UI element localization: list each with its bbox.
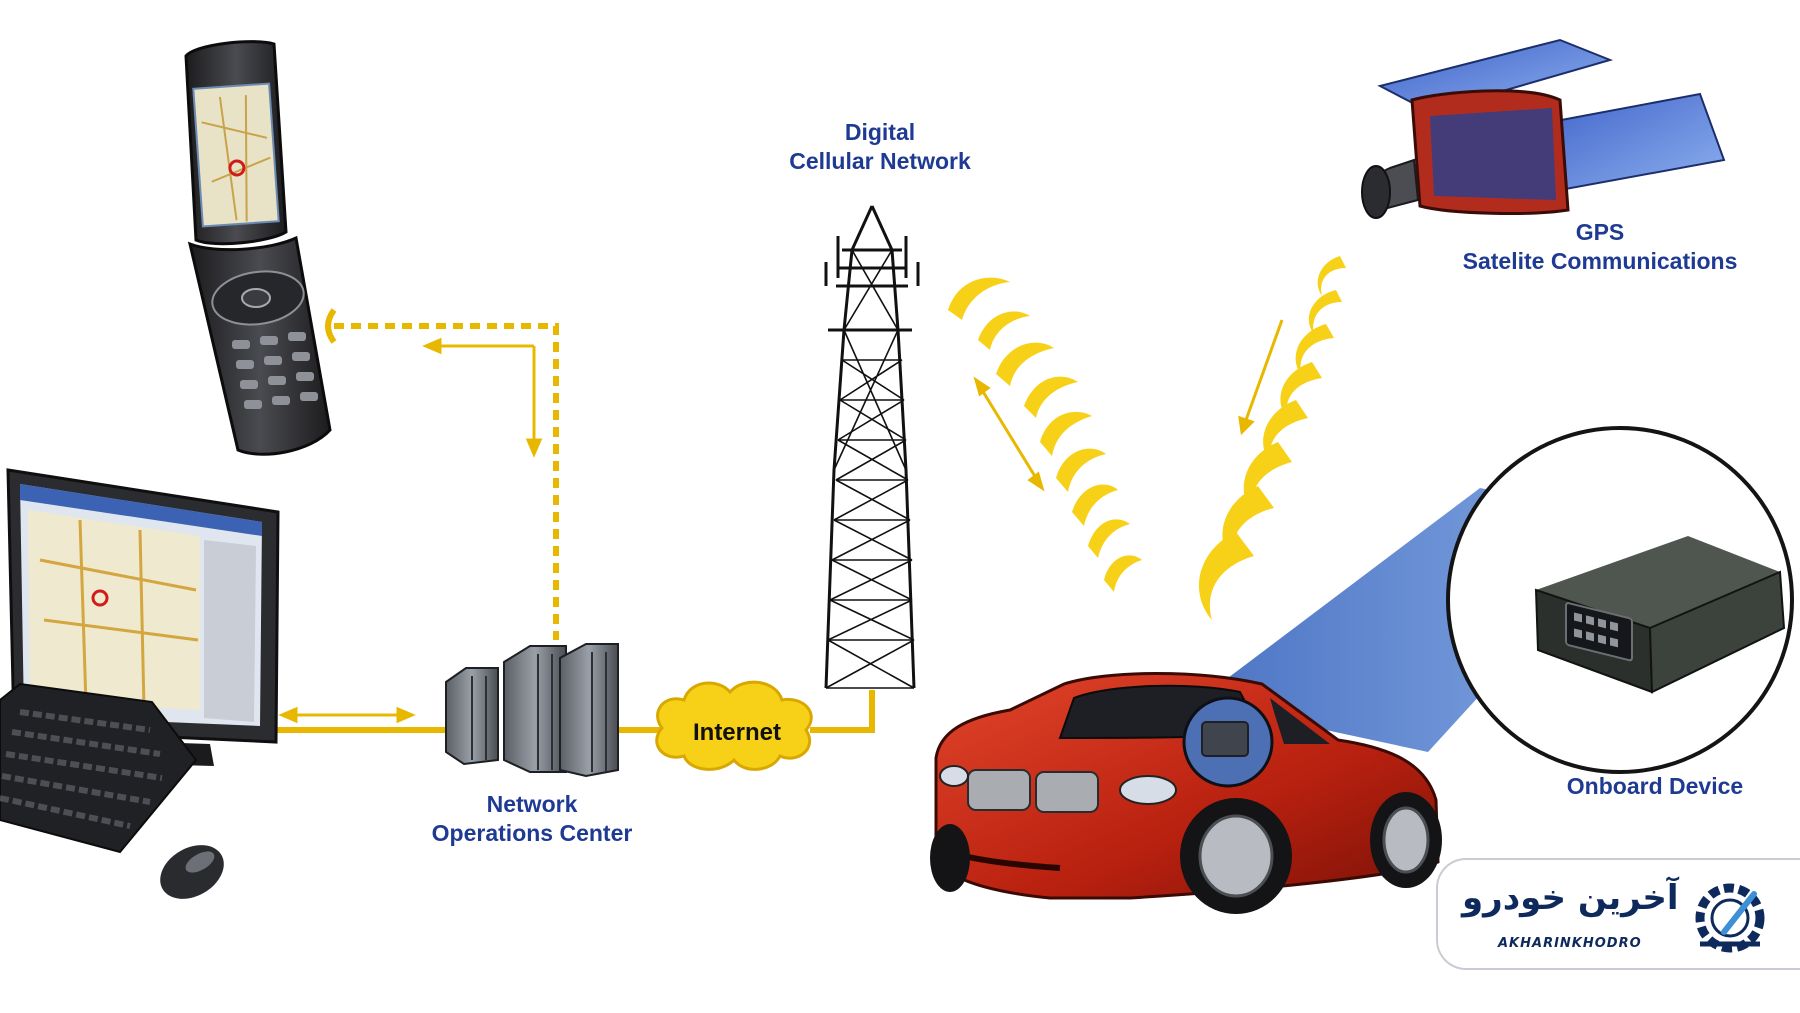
car-icon — [930, 672, 1442, 914]
cellular-network-label: Digital Cellular Network — [760, 118, 1000, 176]
brand-name-latin: AKHARINKHODRO — [1498, 936, 1642, 951]
cellular-signal-waves — [948, 277, 1142, 592]
noc-label: Network Operations Center — [408, 790, 656, 848]
phone-noc-dashed-link — [334, 323, 559, 640]
zoom-source-circle — [1182, 696, 1274, 788]
desktop-computer-icon — [6, 468, 280, 766]
satellite-icon — [1361, 38, 1726, 219]
internet-cloud-icon — [655, 680, 813, 771]
mouse-icon — [160, 845, 224, 899]
internet-label: Internet — [692, 719, 781, 746]
gps-label: GPS Satelite Communications — [1430, 218, 1770, 276]
gps-signal-waves — [1199, 256, 1346, 620]
brand-name-persian: آخرین خودرو — [1462, 878, 1679, 918]
brand-logo-icon — [1695, 883, 1765, 953]
gps-label-line1: GPS — [1575, 219, 1625, 245]
onboard-device-label: Onboard Device — [1566, 773, 1744, 799]
onboard-device-icon — [1534, 536, 1786, 694]
noc-label-line1: Network — [486, 791, 578, 817]
connection-lines — [246, 308, 875, 733]
cellular-label-line1: Digital — [844, 119, 916, 145]
direction-arrows — [278, 319, 1284, 724]
phone-antenna-hook — [325, 308, 337, 344]
noc-label-line2: Operations Center — [431, 820, 633, 846]
onboard-device-magnifier — [1446, 426, 1794, 774]
server-rack-icon — [445, 643, 619, 778]
flip-phone-icon — [184, 40, 332, 456]
brand-watermark: آخرین خودرو AKHARINKHODRO — [1436, 858, 1800, 970]
gps-label-line2: Satelite Communications — [1462, 248, 1738, 274]
cellular-label-line2: Cellular Network — [789, 148, 971, 174]
keyboard-icon — [0, 682, 198, 854]
cellular-tower-icon — [824, 205, 920, 689]
internet-tower-link — [810, 690, 875, 733]
